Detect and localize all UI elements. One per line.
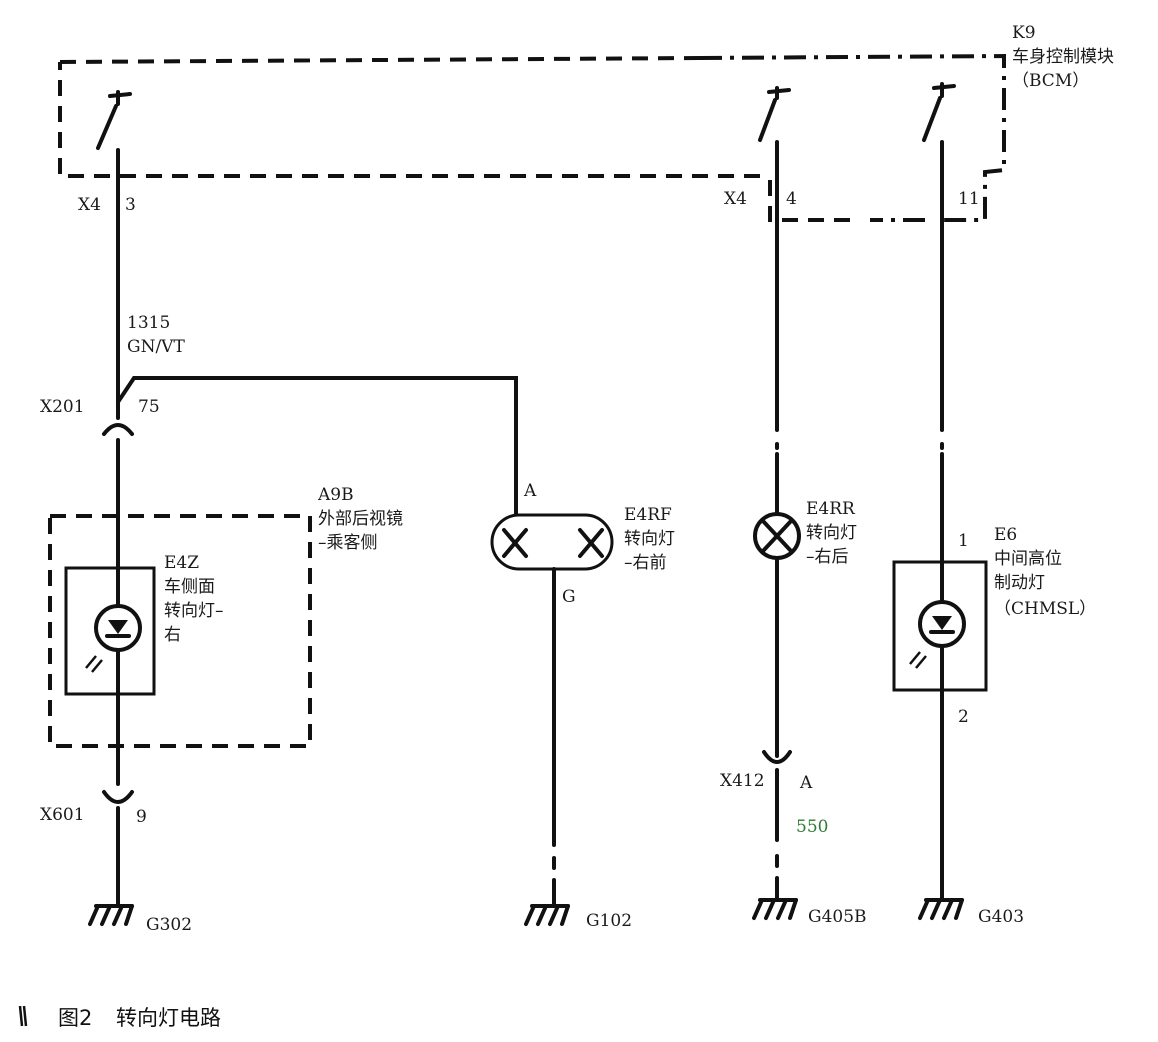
lamp-e4rf-pin-a: A <box>523 481 537 501</box>
lamp-e4rf-bulb-icon <box>502 528 604 558</box>
connector-x201-pin-label: 75 <box>138 397 160 417</box>
lamp-e4rr-line1: 转向灯 <box>806 523 857 543</box>
lamp-e6-line1: 中间高位 <box>994 549 1062 569</box>
wire-circuit-label: 1315 <box>127 313 170 333</box>
ground-g405b-icon <box>752 898 798 920</box>
ground-g302-icon <box>88 904 134 926</box>
connector-x4-pin3-label: 3 <box>125 195 136 215</box>
lamp-e4z-line1: 车侧面 <box>164 577 215 597</box>
bcm-switch-3 <box>922 82 956 142</box>
lamp-e4rf-line2: –右前 <box>624 553 667 573</box>
mirror-a9b-id: A9B <box>317 485 354 505</box>
connector-x201-label: X201 <box>40 397 85 417</box>
connector-pin11-label: 11 <box>958 189 980 209</box>
lamp-e6-line3: （CHMSL） <box>994 599 1096 619</box>
wire-550-label: 550 <box>796 817 828 837</box>
bcm-switch-2 <box>758 86 791 142</box>
connector-x4-pin4-label: 4 <box>786 189 797 209</box>
bcm-name-label: 车身控制模块 <box>1012 47 1114 67</box>
bcm-module-boundary <box>58 53 1006 222</box>
figure-caption: 图2 转向灯电路 <box>18 1005 221 1030</box>
lamp-e4rr-id: E4RR <box>806 499 856 519</box>
connector-x201-symbol <box>102 423 134 436</box>
lamp-e4z-id: E4Z <box>164 553 199 573</box>
connector-x601-pin-label: 9 <box>136 807 147 827</box>
lamp-e6-pin2: 2 <box>958 707 969 727</box>
mirror-a9b-line1: 外部后视镜 <box>318 509 403 529</box>
caption-figure-number: 图2 <box>58 1006 92 1030</box>
ground-g302-label: G302 <box>146 915 192 935</box>
connector-x601-label: X601 <box>40 805 85 825</box>
lamp-e6-line2: 制动灯 <box>994 573 1045 593</box>
ground-g102-label: G102 <box>586 911 632 931</box>
connector-x601-symbol <box>102 790 134 804</box>
led-e6-diode-icon <box>932 616 952 630</box>
mirror-a9b-boundary <box>48 514 312 748</box>
lamp-e4z-line3: 右 <box>164 625 181 645</box>
lamp-e4rf-id: E4RF <box>624 505 672 525</box>
connector-x4-left-label: X4 <box>78 195 101 215</box>
caption-title: 转向灯电路 <box>116 1006 221 1030</box>
lamp-e4rf-line1: 转向灯 <box>624 529 675 549</box>
connector-x4-mid-label: X4 <box>724 189 747 209</box>
bcm-abbr-label: （BCM） <box>1012 71 1089 91</box>
connector-x412-label: X412 <box>720 771 765 791</box>
ground-g403-label: G403 <box>978 907 1024 927</box>
lamp-e6-pin1: 1 <box>958 531 969 551</box>
bcm-id-label: K9 <box>1012 23 1036 43</box>
wire-branch-to-e4rf <box>116 376 518 517</box>
lamp-e4z-line2: 转向灯– <box>164 601 224 621</box>
ground-g405b-label: G405B <box>808 907 867 927</box>
lamp-e6-id: E6 <box>994 525 1017 545</box>
mirror-a9b-line2: –乘客侧 <box>318 533 378 553</box>
lamp-e4rf-pin-g: G <box>562 587 576 607</box>
connector-x412-pin-label: A <box>799 773 813 793</box>
ground-g403-icon <box>918 898 964 920</box>
bcm-switch-1 <box>96 90 132 150</box>
ground-g102-icon <box>524 904 570 926</box>
led-e4z-diode-icon <box>108 620 128 634</box>
lamp-e4rr-line2: –右后 <box>806 547 849 567</box>
wire-color-label: GN/VT <box>127 337 185 357</box>
connector-x412-symbol <box>762 750 792 764</box>
